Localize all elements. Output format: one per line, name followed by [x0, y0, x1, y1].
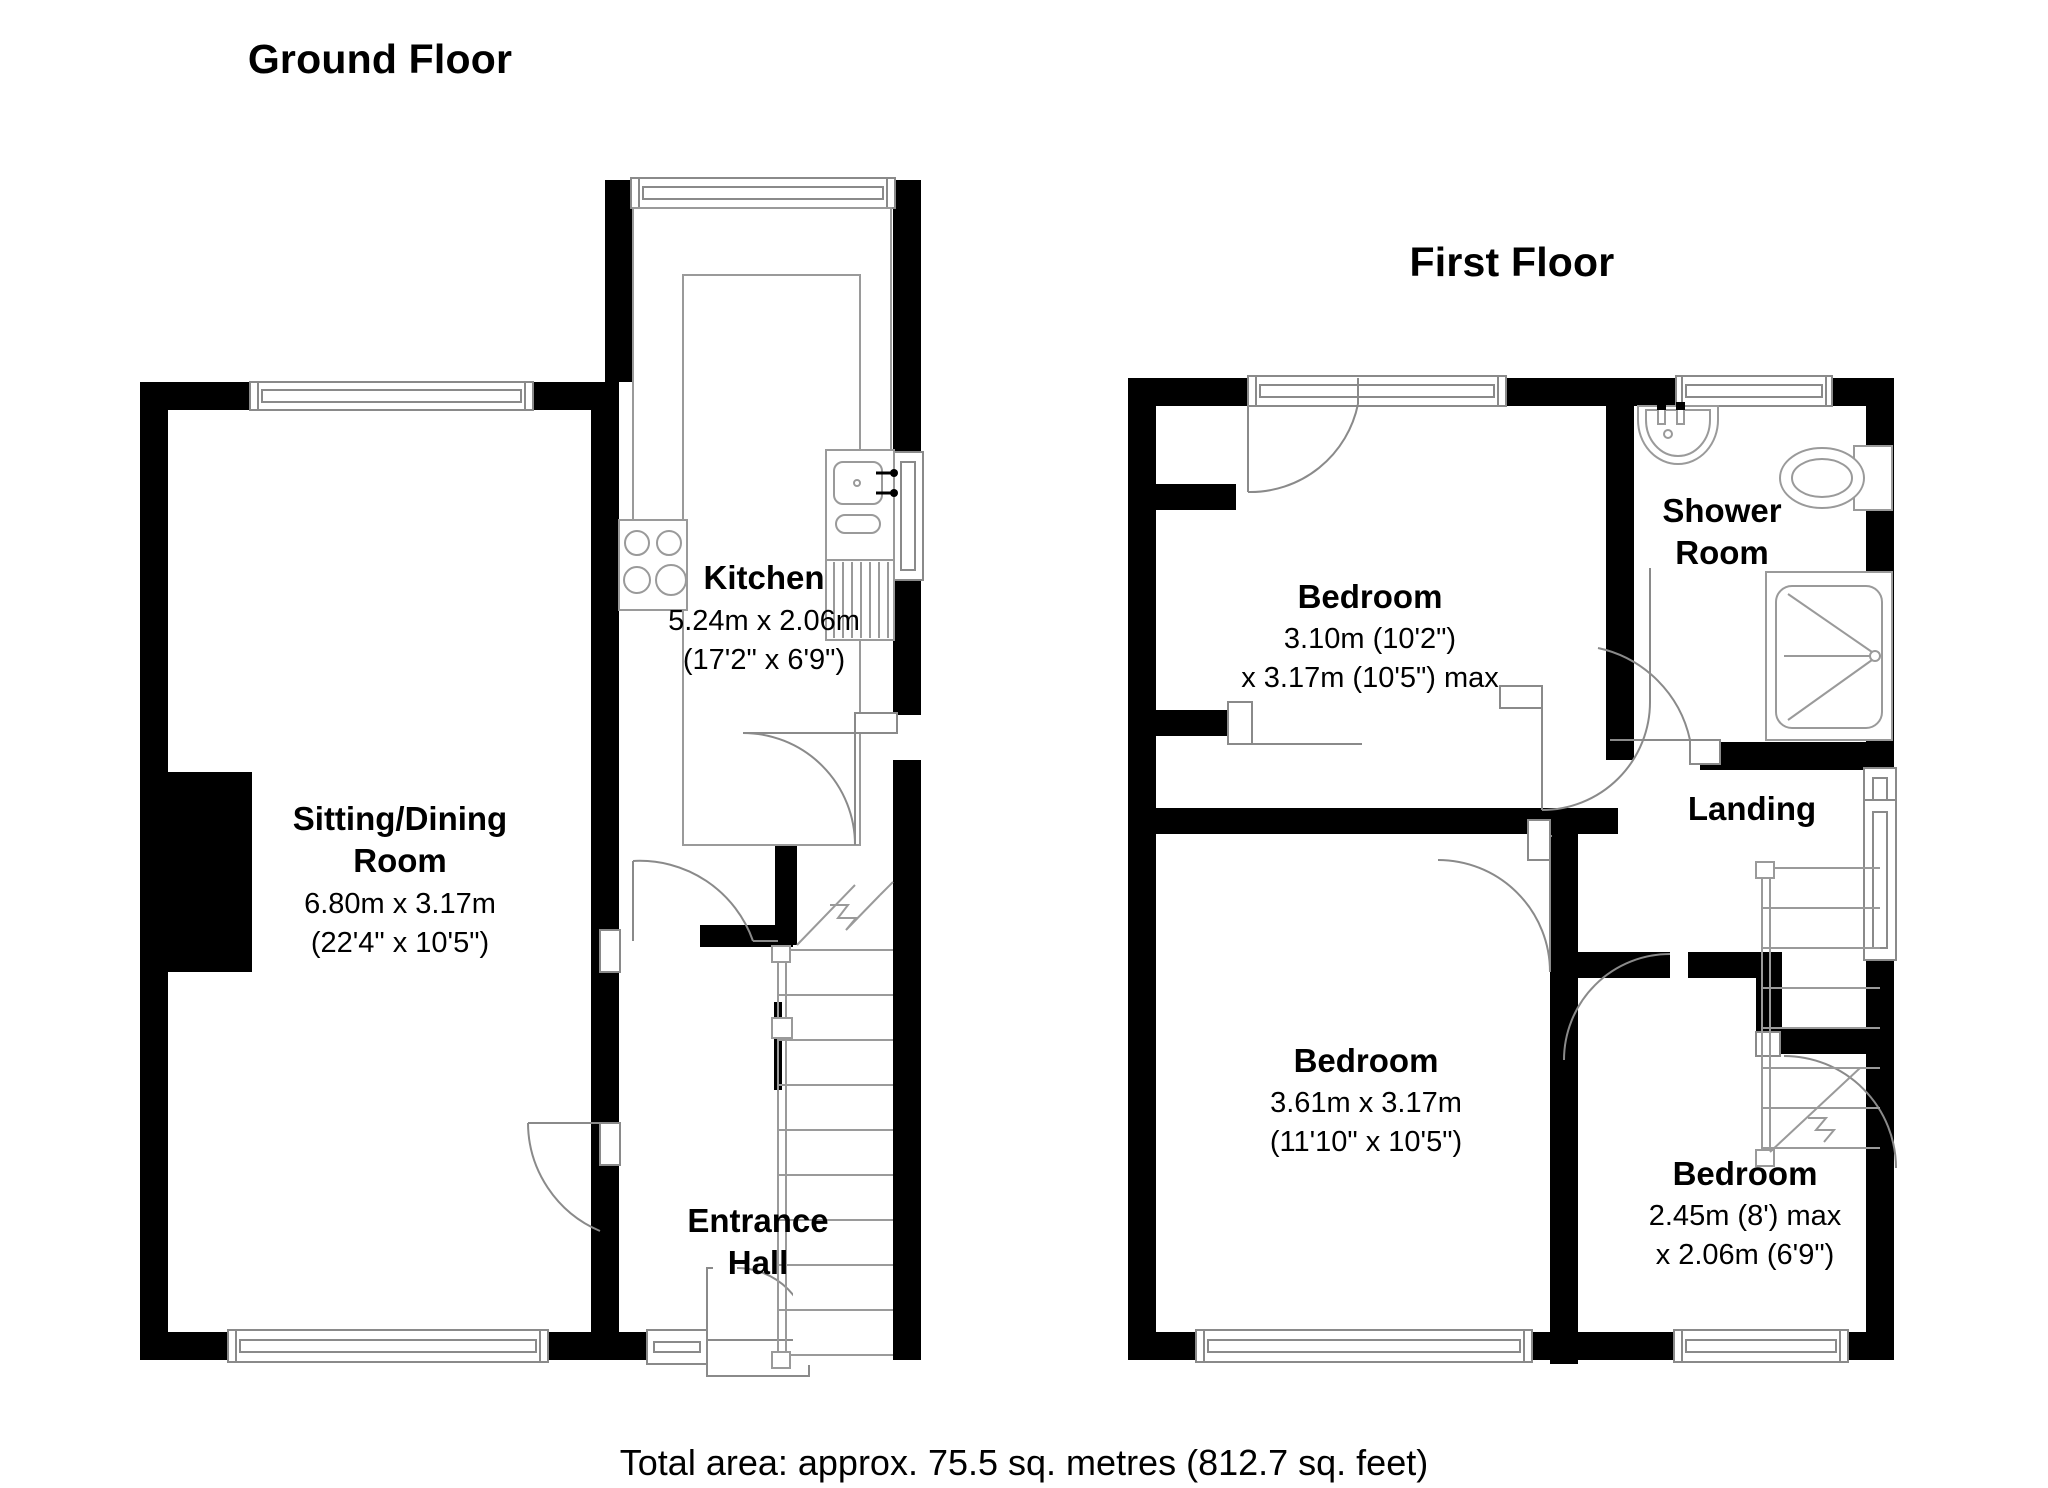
wall-sitting-top-jog: [533, 382, 619, 410]
door-shower-room: [1597, 647, 1721, 765]
kitchen-fittings: [618, 207, 898, 846]
door-bed1-to-landing: [1499, 568, 1651, 811]
toilet-wc-icon: [1779, 445, 1893, 511]
bedroom3-label: Bedroom: [1673, 1155, 1818, 1192]
door-kitchen-rear: [892, 451, 924, 581]
wall-sitting-hall-lower: [591, 1160, 619, 1360]
wall-stair-newel: [775, 845, 797, 945]
window-bed2-bottom: [1195, 1329, 1533, 1363]
window-sitting-bottom: [227, 1329, 549, 1363]
door-sitting-hall-upper: [599, 859, 778, 973]
window-bed1-top: [1247, 375, 1507, 407]
bedroom1-dim-metric: 3.10m (10'2"): [1284, 623, 1456, 655]
bedroom1-dim-imperial: x 3.17m (10'5") max: [1241, 662, 1499, 694]
door-bed1-top: [1247, 378, 1359, 494]
door-kitchen-hall: [742, 712, 898, 846]
landing-label: Landing: [1688, 790, 1816, 827]
shower-room-label-line1: Shower: [1662, 492, 1781, 529]
stair-stringer-first: [1755, 861, 1775, 1167]
door-bed2: [1437, 819, 1552, 973]
wall-bed2-landing-lower: [1550, 920, 1578, 1364]
bedroom2-dim-imperial: (11'10" x 10'5"): [1270, 1126, 1462, 1158]
window-shower-top: [1675, 375, 1833, 407]
wall-kitchen-top-left-stub: [605, 180, 633, 208]
wall-ff-top-mid-stub: [1506, 378, 1676, 406]
first-floor-labels: Bedroom 3.10m (10'2") x 3.17m (10'5") ma…: [1241, 492, 1842, 1271]
ground-floor-walls: [140, 180, 921, 1360]
kitchen-label: Kitchen: [703, 559, 824, 596]
wall-bottom-hall-stub: [619, 1332, 649, 1360]
stair-break-arrow-first: [1769, 1067, 1861, 1153]
bedroom1-label: Bedroom: [1298, 578, 1443, 615]
bedroom3-dim-metric: 2.45m (8') max: [1649, 1200, 1842, 1232]
hob-icon: [618, 519, 688, 611]
wall-kitchen-left: [605, 180, 633, 382]
wall-ff-right-lower: [1866, 1100, 1894, 1360]
sitting-room-dim-imperial: (22'4" x 10'5"): [311, 927, 489, 959]
wall-right-kitchen-upper: [893, 180, 921, 450]
ground-floor-title: Ground Floor: [248, 36, 512, 82]
kitchen-dim-imperial: (17'2" x 6'9"): [683, 644, 845, 676]
entrance-hall-label-line1: Entrance: [687, 1202, 828, 1239]
shower-room-label-line2: Room: [1675, 534, 1769, 571]
bedroom3-dim-imperial: x 2.06m (6'9"): [1656, 1239, 1835, 1271]
sitting-room-label-line1: Sitting/Dining: [293, 800, 507, 837]
wall-shower-bottom: [1718, 742, 1894, 770]
wall-bed2-landing-upper: [1550, 808, 1578, 928]
door-bed3: [1755, 1031, 1897, 1169]
wall-bottom-mid-stub: [545, 1332, 619, 1360]
wall-ff-mid-horizontal: [1128, 808, 1578, 834]
window-sitting-top: [249, 381, 534, 411]
stair-break-arrow: [796, 881, 894, 946]
window-landing-right: [1863, 799, 1897, 961]
first-floor-doors: [1227, 378, 1897, 1169]
wall-bed1-shower-upper: [1606, 378, 1634, 568]
sitting-room-label-line2: Room: [353, 842, 447, 879]
window-bed3-bottom: [1673, 1329, 1849, 1363]
staircase-ground: [771, 881, 894, 1369]
wall-right-hall-lower: [893, 832, 921, 1360]
window-kitchen-top: [630, 177, 896, 209]
wall-bottom-left-stub: [140, 1332, 230, 1360]
door-landing-bed3: [1563, 953, 1671, 1061]
ground-floor-labels: Sitting/Dining Room 6.80m x 3.17m (22'4"…: [293, 559, 860, 1281]
total-area-text: Total area: approx. 75.5 sq. metres (812…: [620, 1442, 1428, 1483]
wall-bed1-left-jamb-top: [1156, 484, 1236, 510]
door-bed1-lower: [1227, 701, 1362, 745]
first-floor-plan: Bedroom 3.10m (10'2") x 3.17m (10'5") ma…: [1128, 375, 1897, 1364]
shower-tray-icon: [1765, 571, 1893, 741]
bedroom2-label: Bedroom: [1294, 1042, 1439, 1079]
wall-bed1-left-jamb-bottom: [1156, 710, 1236, 736]
kitchen-sink-icon: [825, 449, 898, 561]
shower-room-fixtures: [1637, 402, 1893, 741]
stair-stringer: [771, 945, 793, 1369]
staircase-first: [1755, 861, 1880, 1167]
chimney-breast: [140, 772, 252, 972]
wall-ff-mid-horizontal-stub: [1578, 808, 1618, 834]
ground-floor-plan: Sitting/Dining Room 6.80m x 3.17m (22'4"…: [140, 177, 924, 1377]
bedroom2-dim-metric: 3.61m x 3.17m: [1270, 1087, 1462, 1119]
door-sitting-hall-lower: [527, 1122, 621, 1232]
wall-ff-bottom-left-stub: [1128, 1332, 1198, 1360]
wall-sitting-kitchen-upper: [591, 382, 619, 950]
sitting-room-dim-metric: 6.80m x 3.17m: [304, 888, 496, 920]
first-floor-windows: [1195, 375, 1897, 1363]
radiator-icon: [825, 559, 895, 641]
first-floor-title: First Floor: [1410, 239, 1615, 285]
wall-ff-top-left-stub: [1128, 378, 1248, 406]
wash-basin-icon: [1637, 402, 1719, 465]
entrance-hall-label-line2: Hall: [728, 1244, 789, 1281]
kitchen-dim-metric: 5.24m x 2.06m: [668, 605, 860, 637]
wall-sitting-top-left-stub: [140, 382, 250, 410]
wall-ff-bottom-right-stub: [1846, 1332, 1894, 1360]
wall-ff-left-outer: [1128, 378, 1156, 1360]
